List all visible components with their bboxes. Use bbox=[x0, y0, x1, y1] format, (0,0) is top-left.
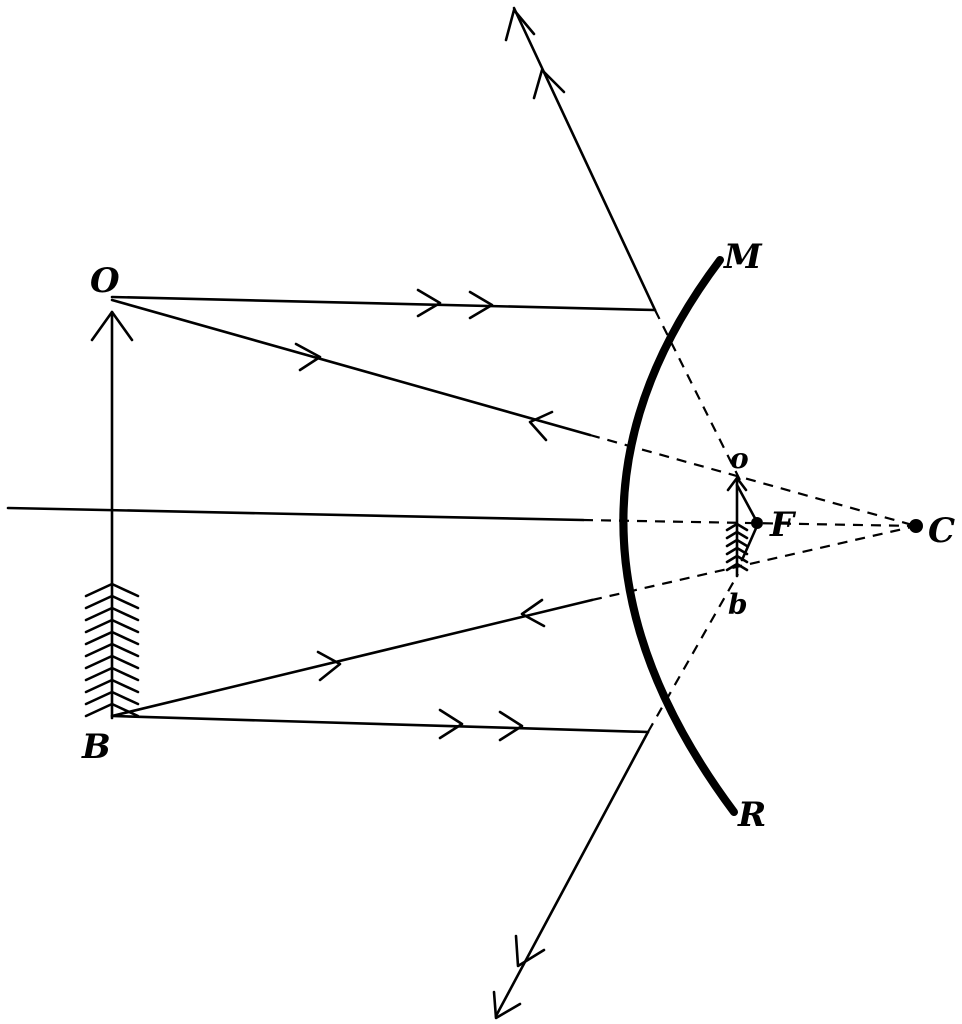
ray-b-reflected-arrow-1 bbox=[514, 934, 546, 968]
label-image-bottom: b bbox=[728, 588, 748, 621]
ray-b-center-dashed bbox=[591, 524, 917, 602]
label-image-top: o bbox=[730, 442, 749, 475]
principal-axis bbox=[6, 506, 585, 522]
focus-connector-lower bbox=[740, 524, 759, 562]
ray-o-center-dashed bbox=[589, 433, 917, 528]
focus-point bbox=[751, 517, 763, 529]
focus-connector bbox=[735, 483, 759, 524]
label-center: C bbox=[928, 511, 955, 551]
label-mirror-top: M bbox=[723, 237, 763, 277]
ray-o-to-center bbox=[110, 298, 592, 437]
ray-o-reflected-up bbox=[512, 6, 657, 312]
ray-o-reflected-arrow-1 bbox=[504, 8, 536, 42]
ray-o-to-center-arrow bbox=[294, 342, 322, 372]
ray-b-reflected-down bbox=[494, 730, 650, 1018]
label-object-bottom: B bbox=[81, 727, 111, 767]
ray-o-parallel-arrow-1 bbox=[416, 288, 442, 318]
ray-o-back-arrow bbox=[528, 410, 554, 442]
ray-b-parallel-arrow-1 bbox=[438, 708, 464, 740]
ray-b-reflected-arrow-2 bbox=[492, 990, 522, 1020]
center-point bbox=[909, 519, 923, 533]
principal-axis-dashed bbox=[582, 518, 917, 528]
object-arrowhead bbox=[90, 310, 134, 342]
label-object-top: O bbox=[90, 261, 120, 301]
ray-o-parallel-arrow-2 bbox=[468, 290, 494, 320]
ray-o-parallel bbox=[110, 295, 657, 312]
ray-b-parallel-arrow-2 bbox=[498, 710, 524, 742]
concave-mirror bbox=[619, 256, 738, 816]
image-feathers bbox=[725, 522, 749, 572]
ray-o-reflected-arrow-2 bbox=[532, 68, 566, 100]
label-mirror-bottom: R bbox=[737, 795, 766, 835]
label-focus: F bbox=[769, 505, 797, 545]
ray-b-back-arrow bbox=[520, 598, 546, 628]
ray-o-extension bbox=[654, 309, 741, 481]
ray-b-parallel bbox=[110, 714, 650, 734]
ray-b-to-center bbox=[110, 598, 594, 718]
image-arrowhead bbox=[726, 476, 748, 492]
ray-b-extension bbox=[647, 573, 739, 733]
ray-b-to-center-arrow bbox=[316, 650, 342, 682]
